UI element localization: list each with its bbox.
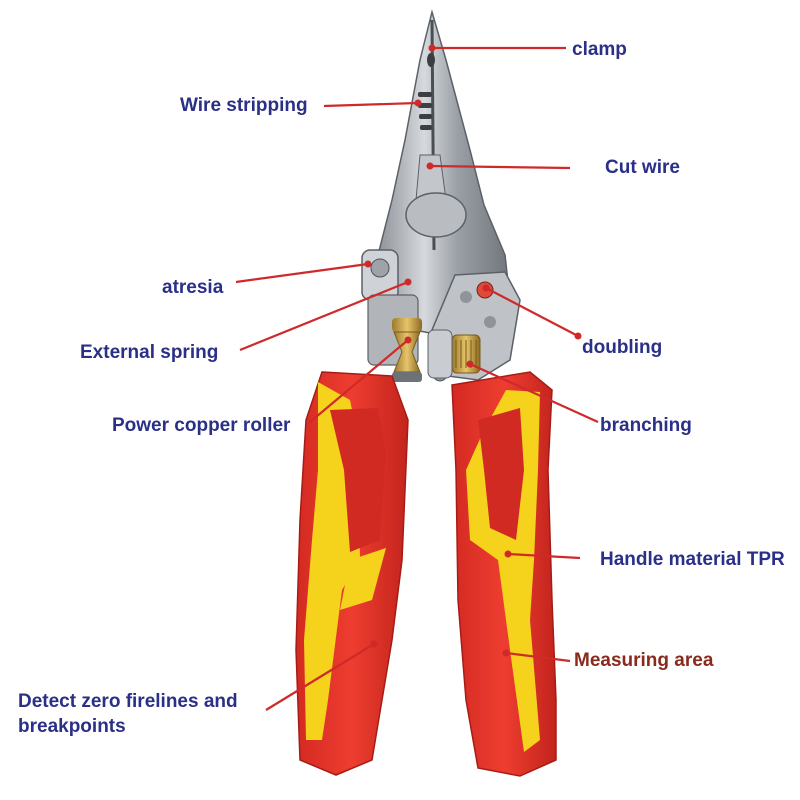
label-clamp: clamp — [572, 39, 627, 60]
link-bar — [427, 329, 453, 379]
leader-detect — [265, 643, 375, 711]
label-doubling: doubling — [582, 337, 663, 358]
leader-doubling — [485, 287, 579, 337]
leader-handle-material — [507, 552, 581, 560]
screw-head — [370, 258, 390, 278]
label-detect-line1: Detect zero firelines and — [18, 691, 238, 712]
label-power-copper-roller: Power copper roller — [112, 415, 291, 436]
leader-external-spring — [239, 280, 409, 352]
label-detect-line2: breakpoints — [18, 716, 126, 737]
label-external-spring: External spring — [80, 342, 219, 363]
leader-measuring-area — [505, 651, 571, 663]
leader-cut-wire — [429, 164, 571, 170]
leader-branching — [469, 362, 599, 424]
copper-roller — [392, 318, 422, 382]
label-branching: branching — [600, 415, 692, 436]
knob-knurl — [455, 340, 477, 368]
rivet-a — [460, 291, 472, 303]
pivot-rivet — [405, 192, 467, 238]
stripping-notches — [418, 53, 435, 130]
leader-wire-stripping — [323, 101, 419, 108]
label-cut-wire: Cut wire — [605, 157, 680, 178]
leader-atresia — [235, 262, 369, 284]
label-handle-material: Handle material TPR — [600, 549, 785, 570]
left-handle-stripe — [340, 548, 386, 610]
right-handle-grip — [478, 408, 524, 540]
leader-power-copper-roller — [309, 339, 409, 423]
label-atresia: atresia — [162, 277, 224, 298]
rivet-b — [484, 316, 496, 328]
leader-endpoints — [364, 44, 582, 657]
label-measuring-area: Measuring area — [574, 650, 714, 671]
left-handle-grip — [330, 408, 386, 552]
label-wire-stripping: Wire stripping — [180, 95, 308, 116]
leader-lines — [235, 46, 599, 711]
